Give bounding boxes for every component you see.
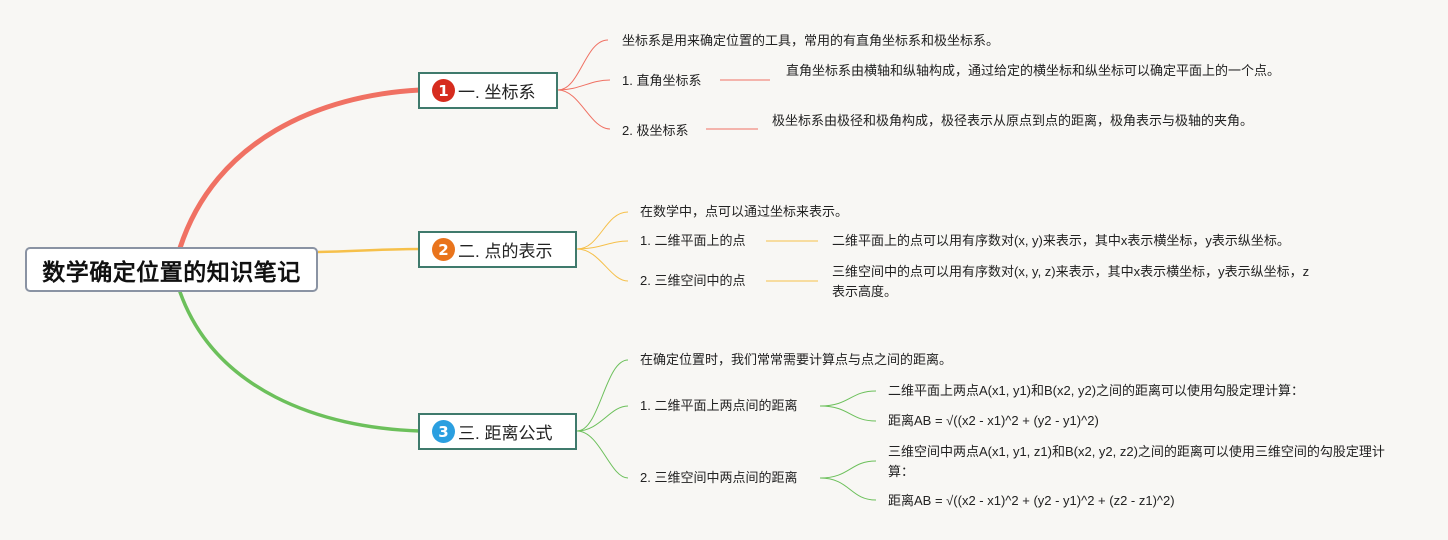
number-3-badge-icon: 3 — [432, 420, 455, 443]
topic-point-representation[interactable]: 2 二. 点的表示 — [418, 231, 577, 268]
branch-1-intro[interactable]: 坐标系是用来确定位置的工具，常用的有直角坐标系和极坐标系。 — [622, 33, 1000, 48]
3d-distance-formula[interactable]: 距离AB = √((x2 - x1)^2 + (y2 - y1)^2 + (z2… — [888, 493, 1175, 508]
branch-3-child-connectors — [576, 359, 877, 501]
topic-title: 二. 点的表示 — [458, 242, 553, 261]
subtopic-cartesian[interactable]: 1. 直角坐标系 — [622, 73, 702, 88]
2d-distance-formula[interactable]: 距离AB = √((x2 - x1)^2 + (y2 - y1)^2) — [888, 413, 1099, 428]
root-topic[interactable]: 数学确定位置的知识笔记 — [25, 247, 318, 292]
topic-title: 三. 距离公式 — [458, 424, 553, 443]
branch-1-connector — [177, 87, 423, 251]
branch-2-intro[interactable]: 在数学中，点可以通过坐标来表示。 — [640, 204, 849, 219]
number-1-badge-icon: 1 — [432, 79, 455, 102]
branch-1-child-connectors — [557, 39, 770, 130]
branch-2-child-connectors — [576, 211, 818, 282]
branch-2-connector — [317, 247, 421, 254]
subtopic-3d-point[interactable]: 2. 三维空间中的点 — [640, 273, 746, 288]
number-2-badge-icon: 2 — [432, 238, 455, 261]
2d-distance-detail[interactable]: 二维平面上两点A(x1, y1)和B(x2, y2)之间的距离可以使用勾股定理计… — [888, 383, 1305, 398]
subtopic-3d-distance[interactable]: 2. 三维空间中两点间的距离 — [640, 470, 798, 485]
3d-point-detail[interactable]: 三维空间中的点可以用有序数对(x, y, z)来表示，其中x表示横坐标，y表示纵… — [832, 264, 1310, 299]
subtopic-2d-distance[interactable]: 1. 二维平面上两点间的距离 — [640, 398, 798, 413]
branch-3-connector — [178, 290, 422, 433]
cartesian-detail[interactable]: 直角坐标系由横轴和纵轴构成，通过给定的横坐标和纵坐标可以确定平面上的一个点。 — [786, 63, 1281, 78]
subtopic-polar[interactable]: 2. 极坐标系 — [622, 123, 689, 138]
3d-distance-detail[interactable]: 三维空间中两点A(x1, y1, z1)和B(x2, y2, z2)之间的距离可… — [888, 444, 1385, 479]
2d-point-detail[interactable]: 二维平面上的点可以用有序数对(x, y)来表示，其中x表示横坐标，y表示纵坐标。 — [832, 233, 1290, 248]
subtopic-2d-point[interactable]: 1. 二维平面上的点 — [640, 233, 746, 248]
topic-title: 一. 坐标系 — [458, 83, 536, 102]
topic-distance-formula[interactable]: 3 三. 距离公式 — [418, 413, 577, 450]
topic-coordinate-systems[interactable]: 1 一. 坐标系 — [418, 72, 558, 109]
polar-detail[interactable]: 极坐标系由极径和极角构成，极径表示从原点到点的距离，极角表示与极轴的夹角。 — [772, 113, 1254, 128]
branch-3-intro[interactable]: 在确定位置时，我们常常需要计算点与点之间的距离。 — [640, 352, 953, 367]
